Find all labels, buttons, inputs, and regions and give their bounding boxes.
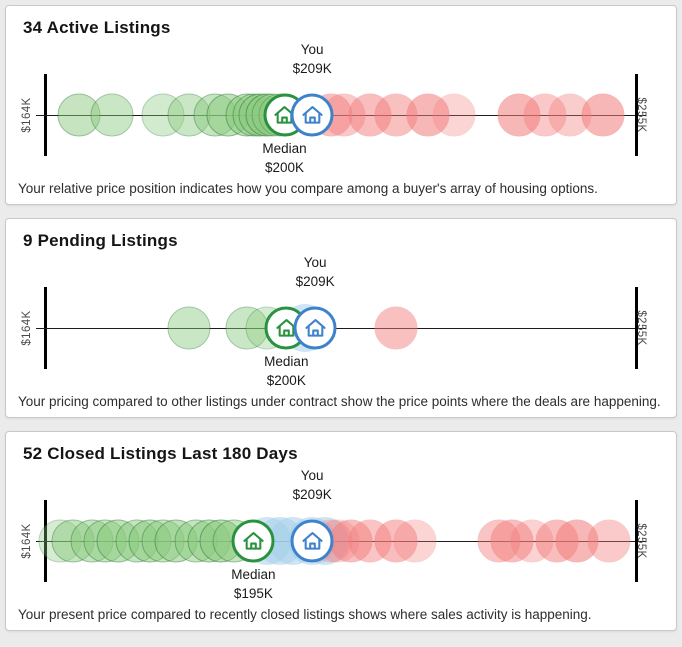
axis-right-cap (635, 500, 638, 582)
pending-listings-panel: 9 Pending Listings $164K You $209K Medi (5, 218, 677, 418)
axis-min-label: $164K (21, 310, 33, 346)
panel-description: Your relative price position indicates h… (18, 181, 598, 196)
you-marker (290, 519, 334, 563)
track (47, 38, 635, 180)
panel-description: Your present price compared to recently … (18, 607, 592, 622)
listing-dot-red (581, 93, 625, 137)
listing-dot-red (374, 306, 418, 350)
panel-description: Your pricing compared to other listings … (18, 394, 661, 409)
price-position-chart-active: $164K You $209K Median $200K (18, 38, 664, 180)
axis-min-label: $164K (21, 523, 33, 559)
closed-listings-panel: 52 Closed Listings Last 180 Days $164K Y… (5, 431, 677, 631)
track (38, 464, 635, 606)
you-label: You $209K (295, 255, 335, 289)
axis-right-cap (635, 287, 638, 369)
axis-line (36, 328, 646, 329)
listing-dot-red (393, 519, 437, 563)
median-label: Median $200K (264, 354, 309, 388)
median-marker (231, 519, 275, 563)
price-position-chart-pending: $164K You $209K Median $200K (18, 251, 664, 393)
axis-min-label: $164K (21, 97, 33, 133)
listing-dot-green (167, 306, 211, 350)
median-label: Median $195K (231, 567, 276, 601)
house-icon (302, 315, 328, 341)
track (47, 251, 635, 393)
price-position-chart-closed: $164K You $209K Median $195K (18, 464, 664, 606)
you-marker (293, 306, 337, 350)
axis-max-label: $255K (634, 97, 647, 133)
median-label: Median $200K (262, 141, 307, 175)
you-label: You $209K (292, 42, 332, 76)
axis-max-label: $255K (634, 523, 647, 559)
house-icon (299, 102, 325, 128)
listing-dot-green (90, 93, 134, 137)
you-label: You $209K (292, 468, 332, 502)
you-marker (290, 93, 334, 137)
house-icon (273, 315, 299, 341)
listing-dot-red (587, 519, 631, 563)
panel-title: 9 Pending Listings (23, 231, 178, 250)
axis-max-label: $255K (634, 310, 647, 346)
house-icon (240, 528, 266, 554)
axis-right-cap (635, 74, 638, 156)
listing-dot-red (432, 93, 476, 137)
house-icon (299, 528, 325, 554)
panel-title: 52 Closed Listings Last 180 Days (23, 444, 298, 463)
panel-title: 34 Active Listings (23, 18, 171, 37)
active-listings-panel: 34 Active Listings $164K You $209K Medi (5, 5, 677, 205)
